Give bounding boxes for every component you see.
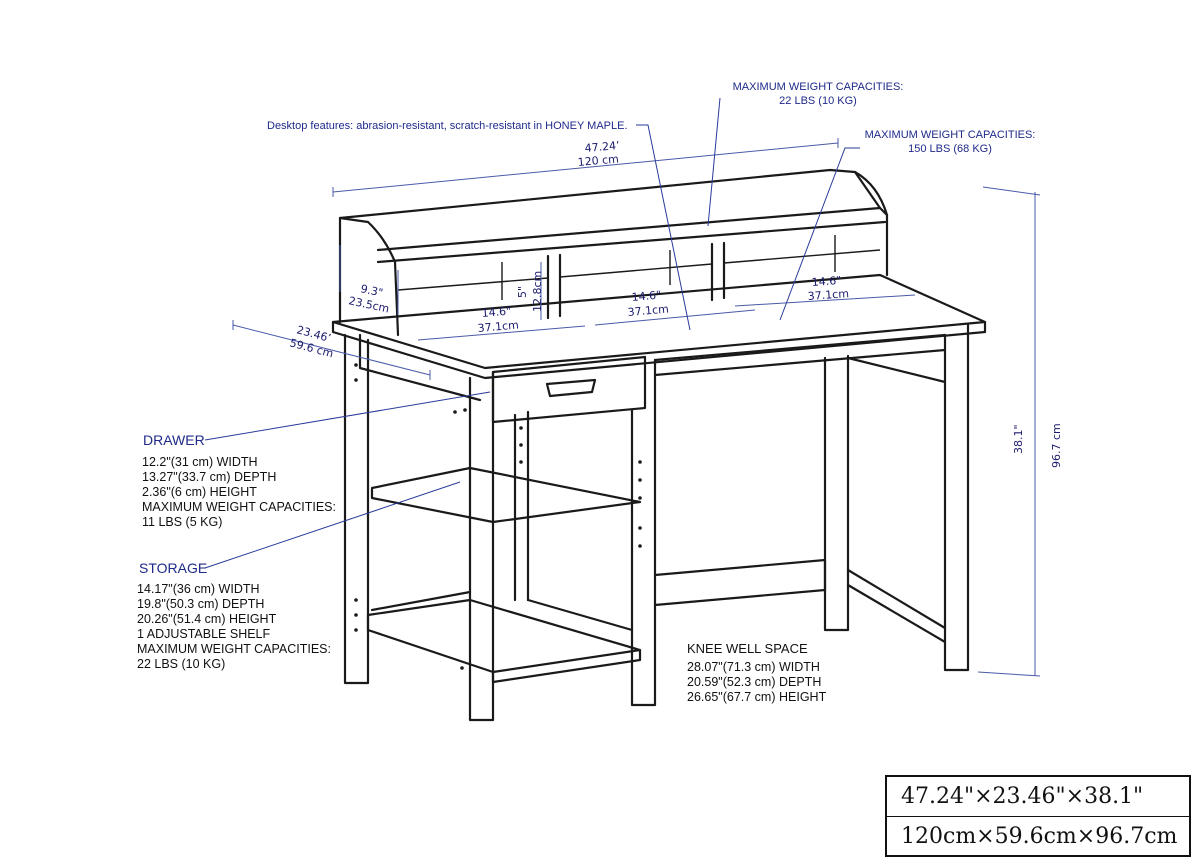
leader-lines — [204, 97, 860, 569]
cubby-right-dimension-line — [734, 294, 916, 307]
cubby-mid-inches-label: 14.6" — [631, 288, 662, 304]
hutch-capacity-value: 22 LBS (10 KG) — [779, 95, 857, 107]
drawer-spec-line: 2.36"(6 cm) HEIGHT — [142, 485, 257, 499]
hutch-divider-left — [546, 253, 562, 320]
cubby-left-cm-label: 37.1cm — [477, 318, 519, 335]
hutch-back-lines — [397, 249, 881, 291]
hutch-side-inches-label: 9.3" — [359, 282, 384, 299]
width-dimension-line — [332, 138, 839, 197]
right-side-stretcher — [846, 568, 947, 644]
storage-spec-line: 20.26"(51.4 cm) HEIGHT — [137, 612, 277, 626]
adjustable-shelf — [370, 466, 642, 524]
hutch-side-cm-label: 23.5cm — [347, 294, 390, 315]
storage-spec: STORAGE 14.17"(36 cm) WIDTH 19.8"(50.3 c… — [137, 560, 331, 671]
back-left-leg — [343, 333, 370, 685]
height-inches-label: 38.1" — [1012, 424, 1025, 454]
desk-capacity-leader — [779, 147, 860, 321]
hutch-back-seams — [501, 235, 836, 300]
drawer-spec-line: 13.27"(33.7 cm) DEPTH — [142, 470, 276, 484]
drawer-handle — [545, 378, 597, 398]
height-cm-label: 96.7 cm — [1050, 423, 1063, 468]
front-middle-leg — [630, 358, 657, 707]
cubby-right-cm-label: 37.1cm — [807, 287, 849, 303]
depth-dimension-line — [232, 320, 431, 380]
cubby-mid-dimension-line — [594, 309, 756, 326]
cubby-mid-cm-label: 37.1cm — [627, 302, 669, 319]
desktop-note: Desktop features: abrasion-resistant, sc… — [267, 120, 628, 132]
desktop-note-leader — [636, 124, 691, 331]
overall-size-imperial: 47.24"×23.46"×38.1" — [901, 784, 1144, 809]
storage-leader — [204, 481, 461, 569]
storage-spec-line: 1 ADJUSTABLE SHELF — [137, 627, 271, 641]
cubby-right-inches-label: 14.6" — [811, 274, 841, 289]
storage-spec-line: MAXIMUM WEIGHT CAPACITIES: — [137, 642, 331, 656]
drawer-spec: DRAWER 12.2"(31 cm) WIDTH 13.27"(33.7 cm… — [142, 432, 336, 529]
height-dimension-line — [977, 186, 1041, 677]
knee-well-spec: KNEE WELL SPACE 28.07"(71.3 cm) WIDTH 20… — [687, 641, 827, 704]
drawer-spec-line: 11 LBS (5 KG) — [142, 515, 222, 529]
drawer-spec-line: 12.2"(31 cm) WIDTH — [142, 455, 258, 469]
drawer-leader — [204, 391, 491, 441]
cubby-left-dimension-line — [417, 325, 586, 341]
storage-heading: STORAGE — [139, 560, 207, 576]
hutch-divider-right — [710, 241, 726, 302]
width-inches-label: 47.24’ — [584, 139, 620, 155]
knee-well-heading: KNEE WELL SPACE — [687, 641, 808, 656]
cubby-height-cm-label: 12.8cm — [531, 271, 544, 312]
back-right-leg — [823, 354, 850, 632]
desk-capacity-value: 150 LBS (68 KG) — [908, 143, 992, 155]
bottom-shelf — [366, 598, 642, 684]
dimension-lines — [232, 138, 1041, 677]
desk-apron — [358, 333, 947, 402]
right-top-rail — [846, 356, 947, 384]
knee-well-spec-line: 28.07"(71.3 cm) WIDTH — [687, 660, 820, 674]
front-right-leg — [943, 323, 970, 672]
drawer-spec-line: MAXIMUM WEIGHT CAPACITIES: — [142, 500, 336, 514]
knee-well-spec-line: 20.59"(52.3 cm) DEPTH — [687, 675, 821, 689]
overall-size-box: 47.24"×23.46"×38.1" 120cm×59.6cm×96.7cm — [885, 775, 1191, 857]
cubby-left-inches-label: 14.6" — [481, 304, 512, 320]
hutch-capacity-leader — [707, 97, 721, 227]
hutch-capacity-title: MAXIMUM WEIGHT CAPACITIES: — [733, 81, 904, 93]
front-left-leg — [468, 370, 495, 722]
overall-size-metric: 120cm×59.6cm×96.7cm — [887, 816, 1189, 856]
cubby-height-inches-label: 5" — [516, 286, 529, 298]
drawer-heading: DRAWER — [143, 432, 205, 448]
back-stretcher — [653, 558, 827, 607]
storage-spec-line: 19.8"(50.3 cm) DEPTH — [137, 597, 264, 611]
shelf-pin-holes — [354, 363, 642, 670]
knee-well-spec-line: 26.65"(67.7 cm) HEIGHT — [687, 690, 827, 704]
storage-spec-line: 22 LBS (10 KG) — [137, 657, 225, 671]
storage-side-rails — [370, 590, 634, 632]
width-cm-label: 120 cm — [577, 152, 619, 169]
hutch-side-dimension-line — [339, 245, 399, 315]
inner-back-leg — [513, 410, 530, 602]
hutch-right-side — [853, 170, 882, 210]
drawer-front — [491, 355, 647, 424]
storage-spec-line: 14.17"(36 cm) WIDTH — [137, 582, 260, 596]
desk-illustration — [331, 168, 987, 722]
desktop-edge — [331, 320, 987, 380]
desk-capacity-title: MAXIMUM WEIGHT CAPACITIES: — [865, 129, 1036, 141]
hutch-top-shelf — [376, 206, 889, 264]
